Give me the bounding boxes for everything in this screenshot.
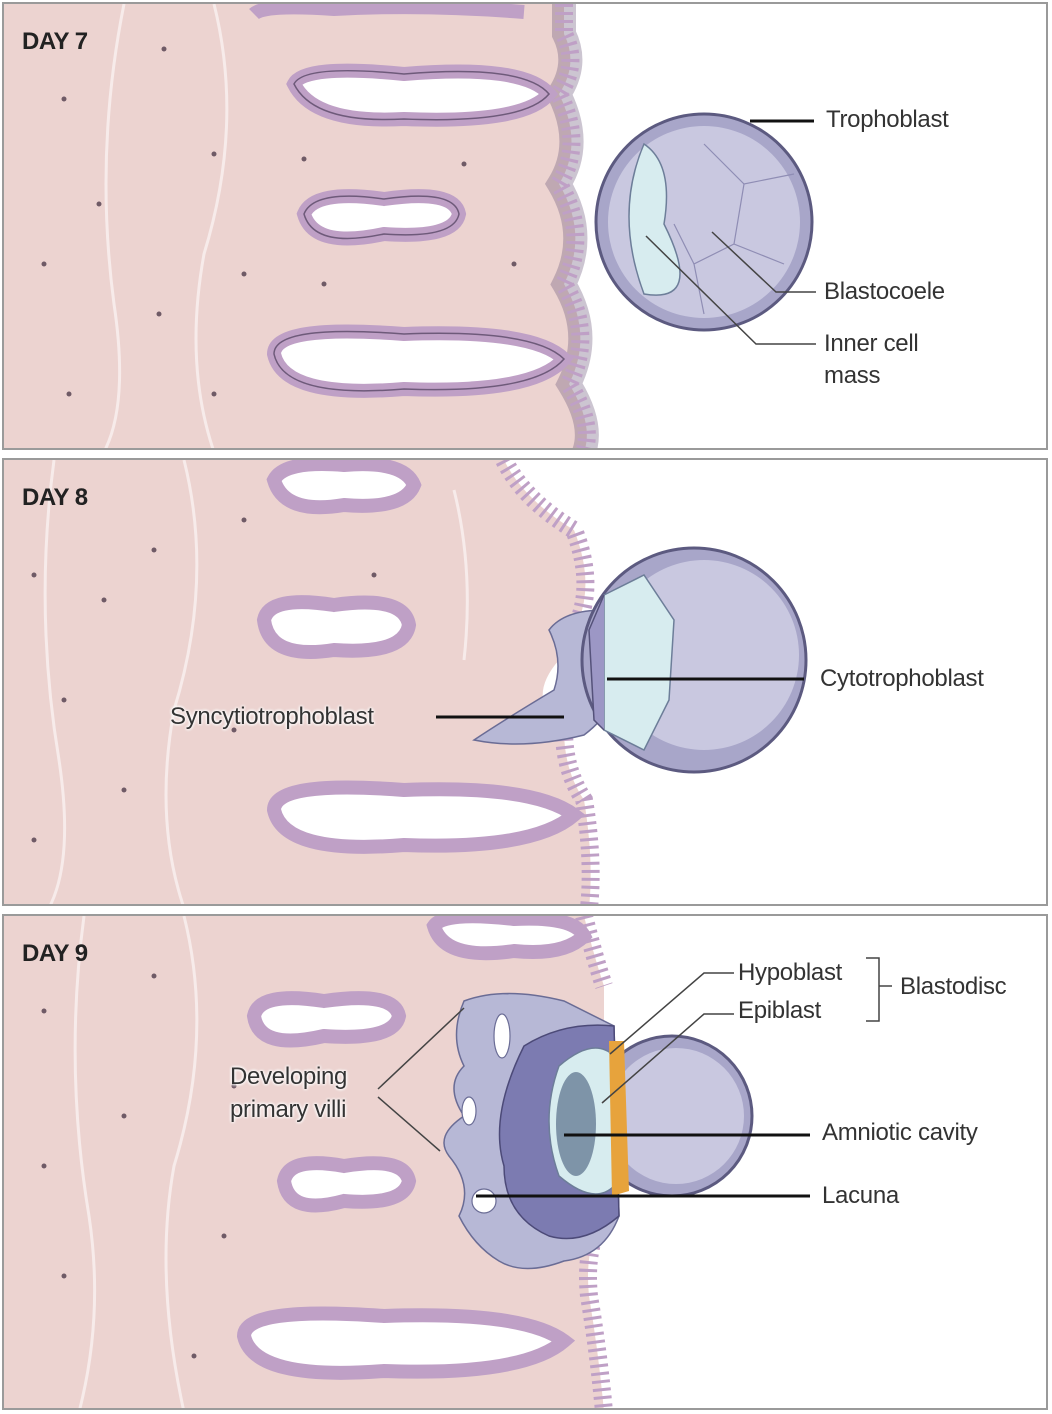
day9-illustration [4, 916, 892, 1408]
day-title: DAY 9 [22, 940, 88, 967]
label-inner-cell-mass-2: mass [824, 362, 881, 389]
label-hypoblast: Hypoblast [738, 959, 843, 986]
blastocyst-day8 [580, 546, 808, 774]
hypoblast-layer [609, 1041, 629, 1196]
blastodisc-bracket [866, 957, 892, 1022]
label-syncytiotrophoblast: Syncytiotrophoblast [170, 703, 374, 730]
label-blastodisc: Blastodisc [900, 973, 1007, 1000]
label-lacuna: Lacuna [822, 1182, 899, 1209]
panel-day-8: DAY 8 Cytotrophoblast Syncytiotrophoblas… [2, 458, 1048, 906]
label-developing-1: Developing [230, 1063, 348, 1090]
label-inner-cell-mass-1: Inner cell [824, 330, 919, 357]
day-title: DAY 8 [22, 484, 88, 511]
label-epiblast: Epiblast [738, 997, 821, 1024]
day8-illustration [4, 460, 808, 904]
leader-lines-day8 [436, 677, 804, 719]
day-title: DAY 7 [22, 28, 88, 55]
panel-day-9: DAY 9 Hypoblast Epiblast Blastodisc Deve… [2, 914, 1048, 1410]
label-amniotic-cavity: Amniotic cavity [822, 1119, 978, 1146]
label-developing-2: primary villi [230, 1096, 347, 1123]
stroma-cells [41, 46, 517, 397]
uterine-glands [236, 916, 593, 1380]
syncytiotrophoblast-mass [472, 609, 615, 745]
label-cytotrophoblast: Cytotrophoblast [820, 665, 984, 692]
label-blastocoele: Blastocoele [824, 278, 945, 305]
uterine-glands [256, 460, 586, 854]
amniotic-cavity [556, 1072, 596, 1176]
panel-day-7: DAY 7 Trophoblast Blastocoele Inner cell… [2, 2, 1048, 450]
label-trophoblast: Trophoblast [826, 106, 949, 133]
leader-lines-day9 [377, 972, 734, 1152]
blastocyst-day7 [594, 112, 814, 332]
day7-illustration [4, 4, 816, 448]
stroma-fibers [104, 4, 229, 448]
